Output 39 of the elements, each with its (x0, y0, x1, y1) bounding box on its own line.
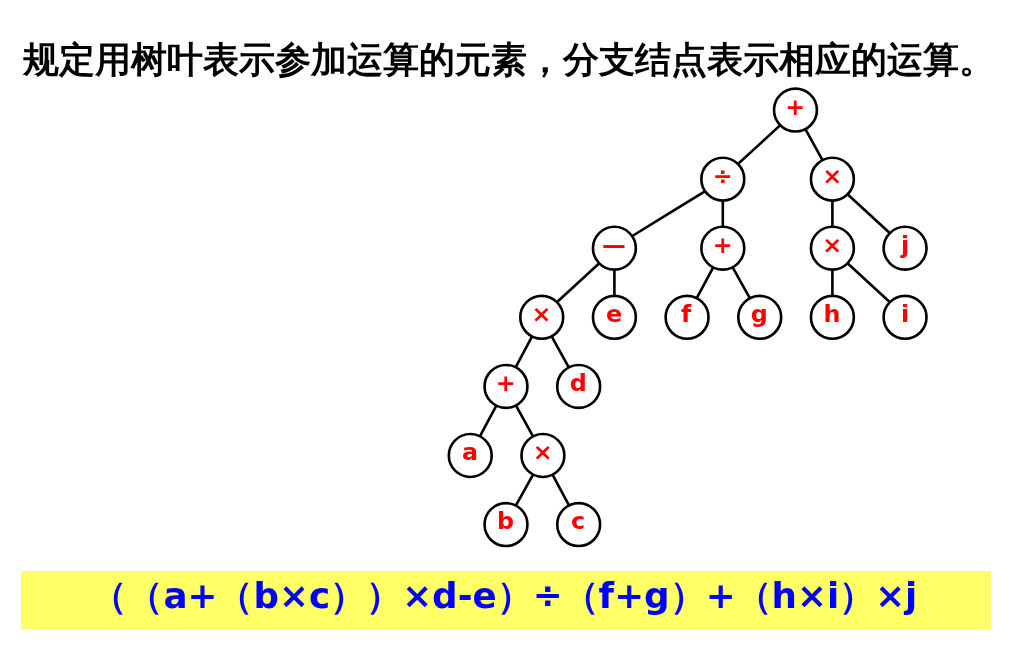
node-circle: h (809, 294, 856, 340)
connector (514, 404, 535, 437)
connector (831, 269, 834, 296)
node-circle: a (447, 432, 493, 478)
node-circle: f (664, 294, 710, 340)
diagram-title: 规定用树叶表示参加运算的元素，分支结点表示相应的运算。 (22, 38, 995, 80)
connector (613, 269, 616, 296)
connector (478, 404, 498, 437)
node-circle: ÷ (700, 155, 746, 202)
node-circle: + (772, 86, 819, 133)
node-circle: + (483, 363, 529, 409)
node-circle: b (483, 501, 529, 547)
connector (550, 335, 570, 368)
node-circle: i (882, 294, 928, 340)
node-circle: + (700, 225, 746, 271)
node-circle: × (809, 225, 856, 271)
node-circle: g (737, 294, 783, 340)
connector (631, 189, 706, 237)
node-circle: × (519, 294, 565, 340)
node-circle: d (555, 363, 602, 409)
connector (514, 335, 534, 368)
node-circle: — (591, 225, 638, 271)
connector (731, 266, 751, 299)
connector (737, 123, 781, 165)
connector (551, 473, 571, 506)
node-circle: × (520, 432, 566, 478)
connector (514, 473, 535, 506)
node-circle: j (882, 225, 928, 271)
connector (556, 262, 600, 303)
connector (695, 266, 715, 299)
connector (846, 193, 891, 234)
connector (846, 262, 891, 303)
connector (804, 128, 824, 161)
node-circle: × (809, 155, 856, 202)
caption: （（a+（b×c））×d-e）÷（f+g）+（h×i）×j (91, 574, 918, 616)
connector (831, 200, 834, 227)
node-circle: e (591, 294, 638, 340)
node-circle: c (555, 501, 602, 547)
connector (721, 200, 725, 227)
